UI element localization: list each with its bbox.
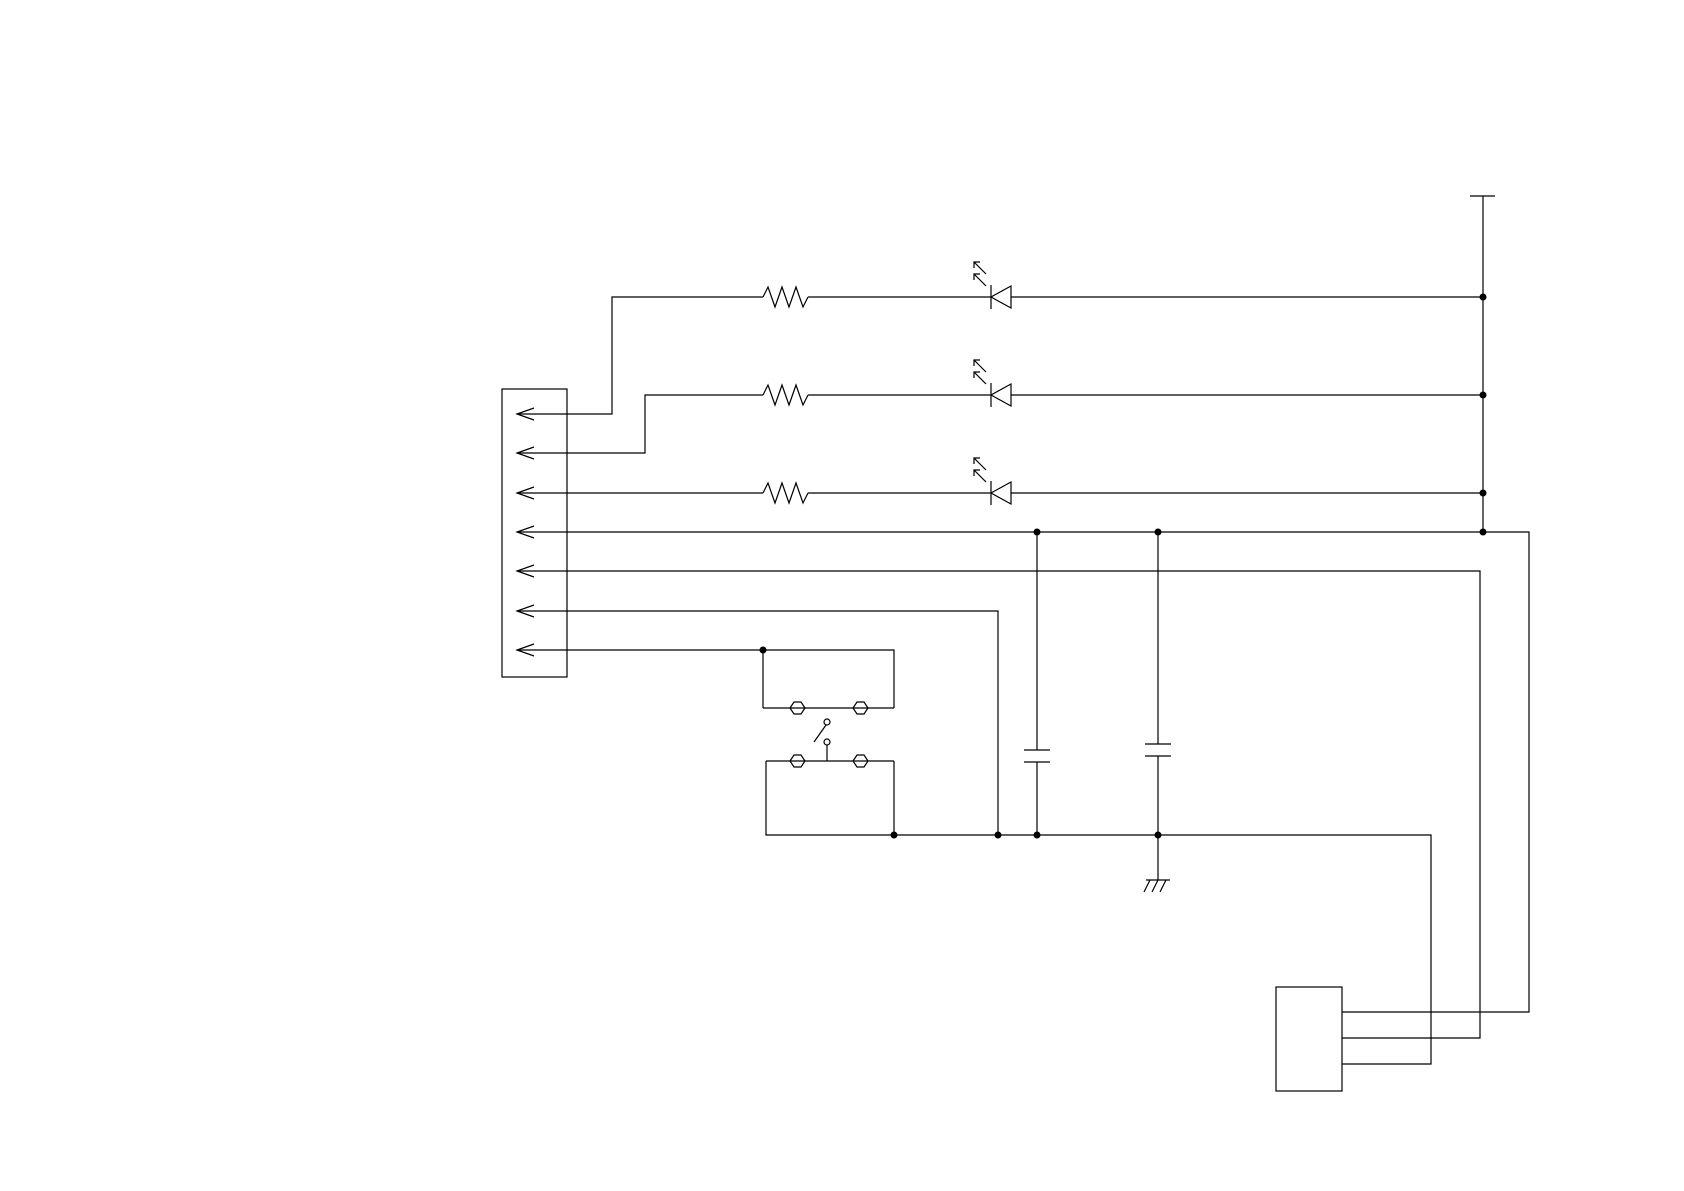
capacitor-1	[1024, 532, 1050, 835]
switch-contact-top	[824, 719, 830, 725]
ground-hatch-1	[1144, 880, 1150, 892]
push-button-switch	[763, 702, 894, 835]
wire-ground-bus	[894, 835, 1431, 1064]
power-rail	[1470, 196, 1495, 532]
resistor-1	[763, 287, 808, 307]
wire-pin2	[517, 395, 763, 453]
junction-switch-top	[760, 647, 767, 654]
junction-rail-row2	[1480, 392, 1487, 399]
main-connector-body	[502, 389, 567, 677]
wire-pin1	[517, 297, 763, 414]
junction-rail-row3	[1480, 490, 1487, 497]
led-2	[991, 384, 1011, 406]
wire-pin7	[517, 650, 894, 708]
led-channel-1	[517, 262, 1483, 414]
junction-switch-bottom	[891, 832, 898, 839]
switch-contact-bottom	[824, 739, 830, 745]
junction-cap1-top	[1034, 529, 1041, 536]
junction-rail-vcc	[1480, 529, 1487, 536]
led-1-light-arrows	[974, 262, 986, 286]
ground-hatch-2	[1152, 880, 1158, 892]
led-2-light-arrows	[974, 360, 986, 384]
resistor-3	[763, 483, 808, 503]
led-channel-2	[517, 360, 1483, 453]
led-3-light-arrows	[974, 458, 986, 482]
ground-hatch-3	[1160, 880, 1166, 892]
switch-bottom-loop	[766, 761, 894, 835]
switch-lever	[814, 725, 826, 742]
junction-dots	[760, 294, 1487, 839]
capacitor-2	[1145, 532, 1171, 835]
ground-symbol	[1144, 835, 1170, 892]
main-connector	[502, 389, 567, 677]
led-channel-3	[517, 458, 1483, 505]
junction-cap2-top	[1155, 529, 1162, 536]
led-3	[991, 482, 1011, 504]
junction-pin6-ground	[995, 832, 1002, 839]
junction-cap1-bottom	[1034, 832, 1041, 839]
header-connector-body	[1276, 987, 1342, 1091]
junction-rail-row1	[1480, 294, 1487, 301]
resistor-2	[763, 385, 808, 405]
wire-pin6	[517, 611, 998, 835]
junction-cap2-bottom	[1155, 832, 1162, 839]
header-connector	[1276, 987, 1342, 1091]
wire-pin4-vcc	[517, 532, 1529, 1012]
led-1	[991, 286, 1011, 308]
